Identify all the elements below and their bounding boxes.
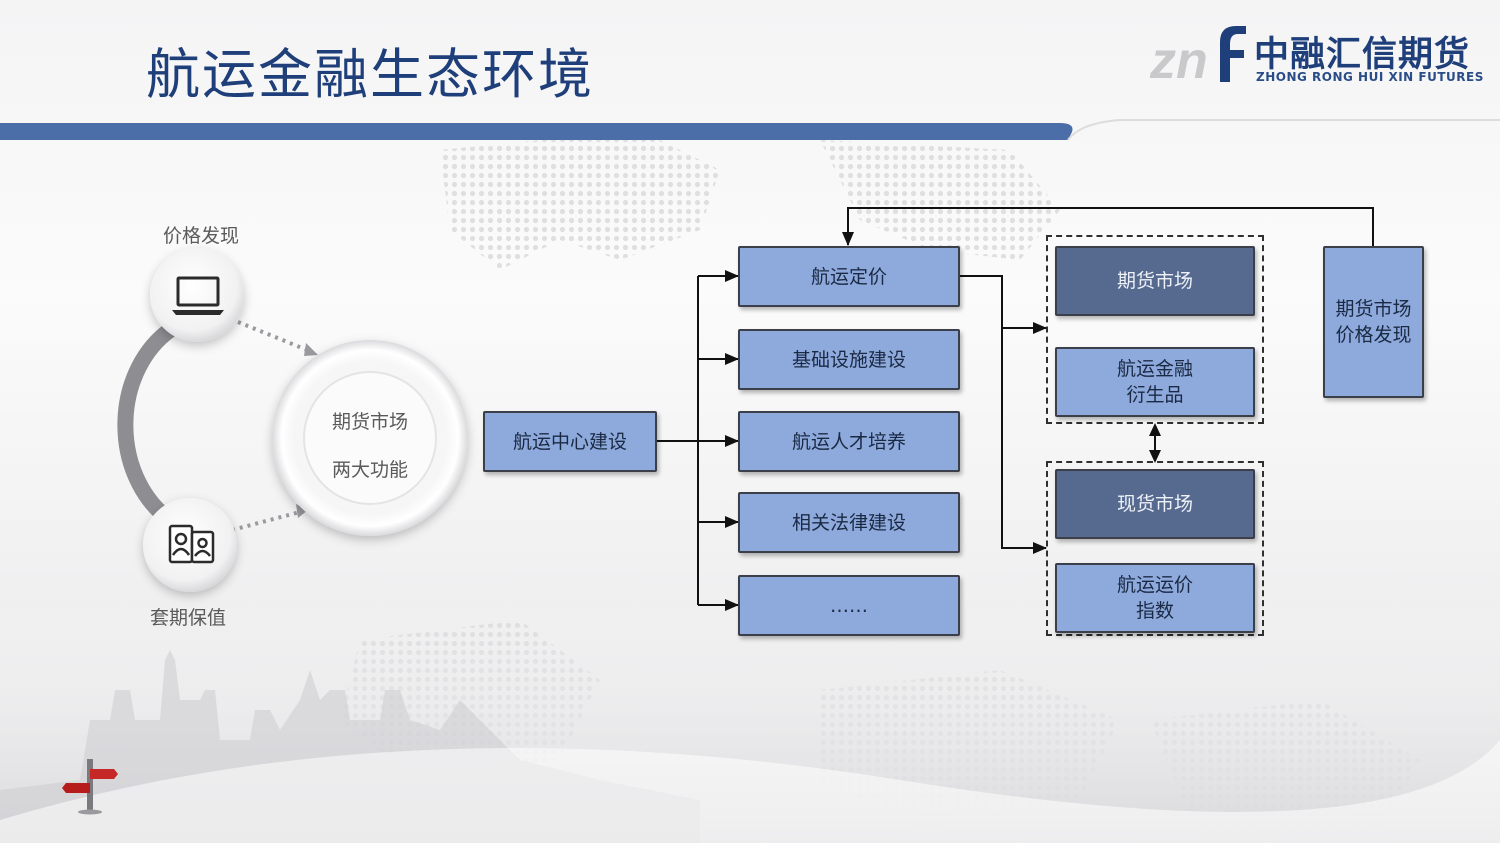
node-branch-3: 航运人才培养 [738, 411, 960, 472]
node-futures-price-discovery: 期货市场 价格发现 [1323, 246, 1424, 398]
node-branch-4: 相关法律建设 [738, 492, 960, 553]
logo-mark-icon: zn [1150, 26, 1246, 90]
node-branch-5: …… [738, 575, 960, 636]
node-freight-index-line2: 指数 [1135, 600, 1174, 622]
hedging-label: 套期保值 [150, 607, 227, 629]
node-shipping-derivatives-line1: 航运金融 [1116, 358, 1193, 380]
company-logo: zn 中融汇信期货 ZHONG RONG HUI XIN FUTURES [1150, 20, 1483, 90]
ring-text-line1: 期货市场 [331, 411, 408, 433]
group-lower [1046, 461, 1264, 636]
logo-chinese-name: 中融汇信期货 [1254, 35, 1471, 75]
signpost-icon [62, 759, 118, 815]
page-title: 航运金融生态环境 [146, 43, 594, 106]
node-futures-price-discovery-line2: 价格发现 [1335, 324, 1412, 346]
price-discovery-label: 价格发现 [163, 225, 240, 247]
logo-english-name: ZHONG RONG HUI XIN FUTURES [1256, 70, 1484, 84]
node-branch-2: 基础设施建设 [738, 329, 960, 390]
header-bar [0, 119, 1500, 141]
node-futures-price-discovery-line1: 期货市场 [1335, 298, 1412, 320]
node-freight-index: 航运运价 指数 [1055, 563, 1255, 633]
svg-text:zn: zn [1150, 32, 1208, 90]
group-upper [1046, 235, 1264, 424]
node-spot-market: 现货市场 [1055, 469, 1255, 539]
laptop-icon [172, 276, 224, 315]
node-futures-market: 期货市场 [1055, 246, 1255, 316]
node-branch-1: 航运定价 [738, 246, 960, 307]
node-shipping-center: 航运中心建设 [483, 411, 657, 472]
id-cards-icon [168, 524, 215, 564]
node-freight-index-line1: 航运运价 [1116, 574, 1193, 596]
node-shipping-derivatives-line2: 衍生品 [1126, 384, 1184, 406]
node-shipping-derivatives: 航运金融 衍生品 [1055, 347, 1255, 417]
ring-text-line2: 两大功能 [331, 459, 408, 481]
